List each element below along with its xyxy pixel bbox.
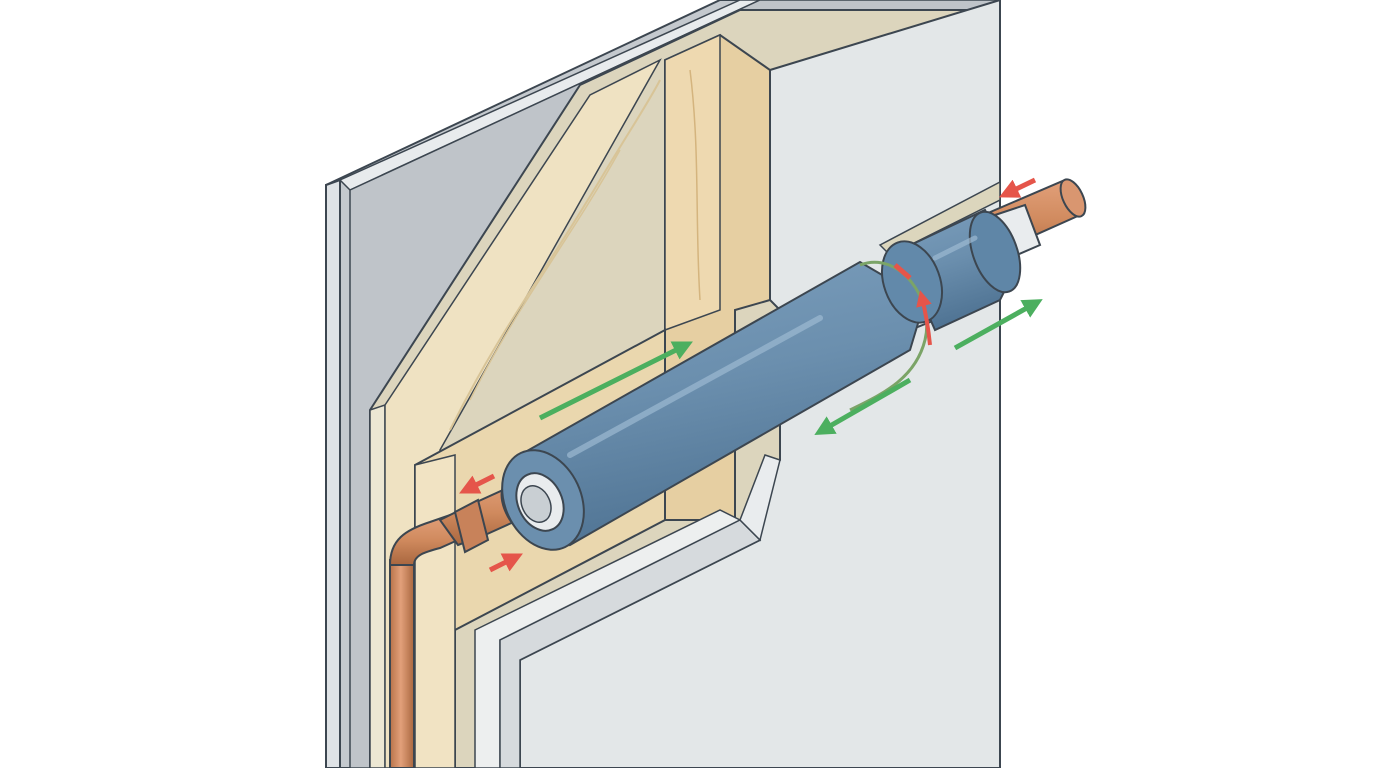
flow-curve bbox=[849, 260, 929, 412]
green-arrow-icon bbox=[814, 377, 912, 435]
red-arrow-icon bbox=[488, 553, 523, 573]
red-arrow-icon bbox=[916, 290, 932, 346]
pipe-insulation-main bbox=[501, 260, 927, 551]
green-arrow-icon bbox=[953, 299, 1043, 351]
red-arrow-icon bbox=[459, 473, 496, 494]
drywall-front bbox=[474, 0, 1001, 768]
red-arrow-icon bbox=[998, 177, 1037, 198]
flow-arrows bbox=[459, 177, 1043, 573]
green-arrow-icon bbox=[538, 341, 693, 421]
red-arrow-icon bbox=[893, 263, 912, 280]
